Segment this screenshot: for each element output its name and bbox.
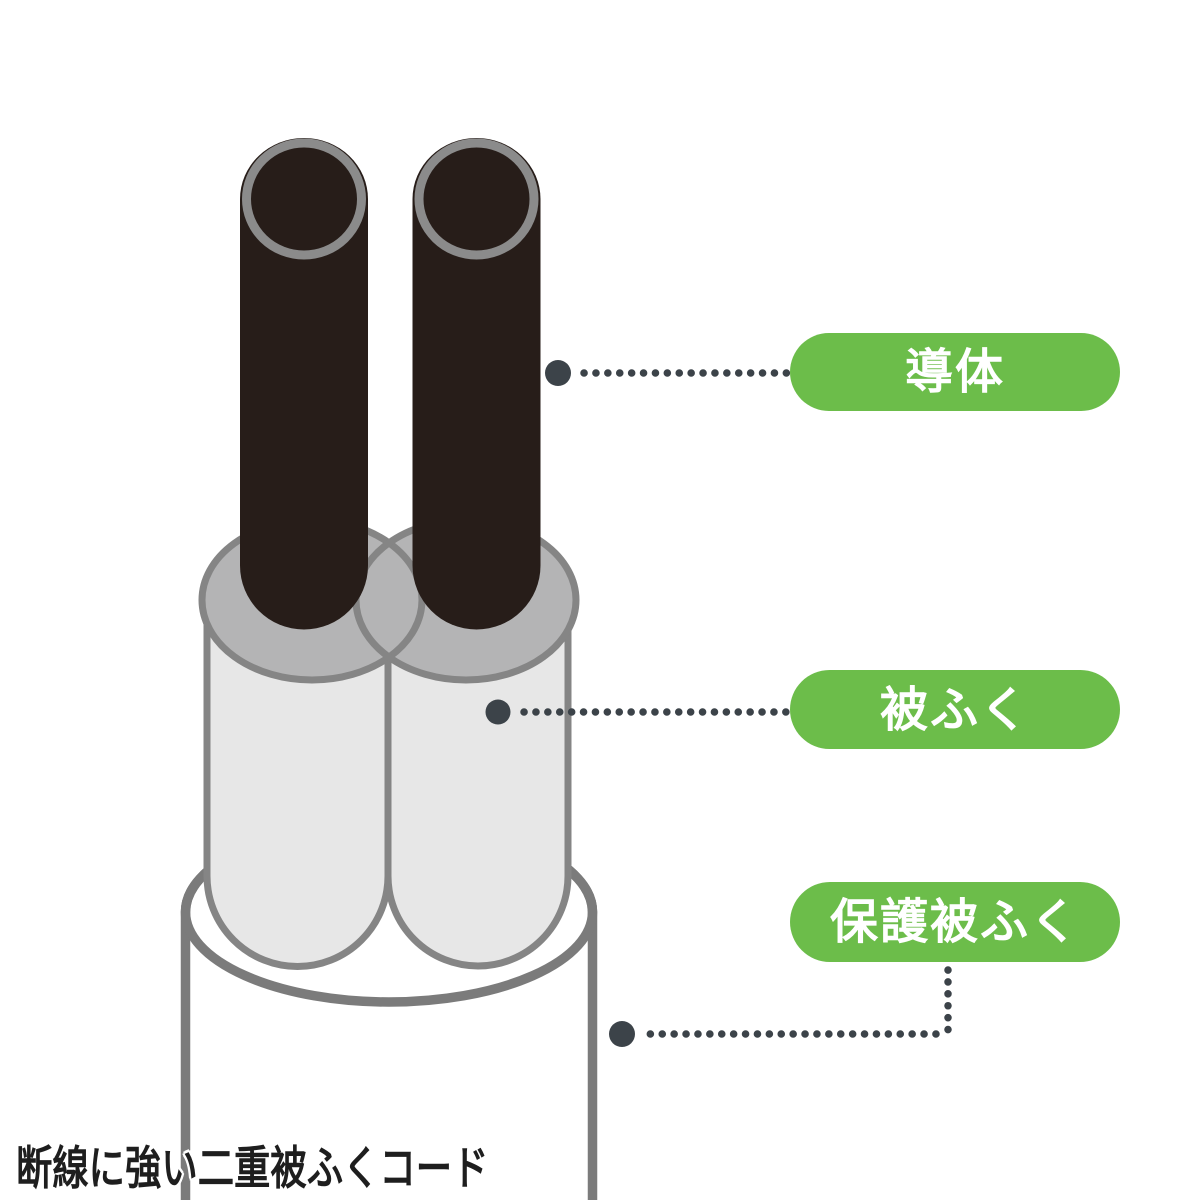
label-protective-insulation: 保護被ふく xyxy=(790,882,1120,962)
figure-caption: 断線に強い二重被ふくコード xyxy=(16,1141,489,1195)
label-conductor: 導体 xyxy=(790,333,1120,411)
insulated-wire-left xyxy=(203,596,392,970)
conductor-rim-right xyxy=(414,138,539,260)
label-insulation-text: 被ふく xyxy=(879,681,1030,738)
leader-dot-insulation xyxy=(485,699,511,725)
insulated-wire-right xyxy=(384,596,572,970)
label-protective-insulation-text: 保護被ふく xyxy=(829,894,1080,950)
label-conductor-text: 導体 xyxy=(904,344,1005,400)
conductor-layer xyxy=(240,138,541,630)
leader-insulation xyxy=(485,699,793,725)
label-insulation: 被ふく xyxy=(790,670,1120,749)
leader-protective-insulation xyxy=(609,966,952,1047)
leader-dot-protective xyxy=(609,1021,635,1047)
conductor-right xyxy=(412,138,541,630)
leader-dot-conductor xyxy=(545,360,571,386)
conductor-rim-left xyxy=(242,138,366,260)
leader-conductor xyxy=(545,360,792,386)
conductor-left xyxy=(240,138,368,630)
